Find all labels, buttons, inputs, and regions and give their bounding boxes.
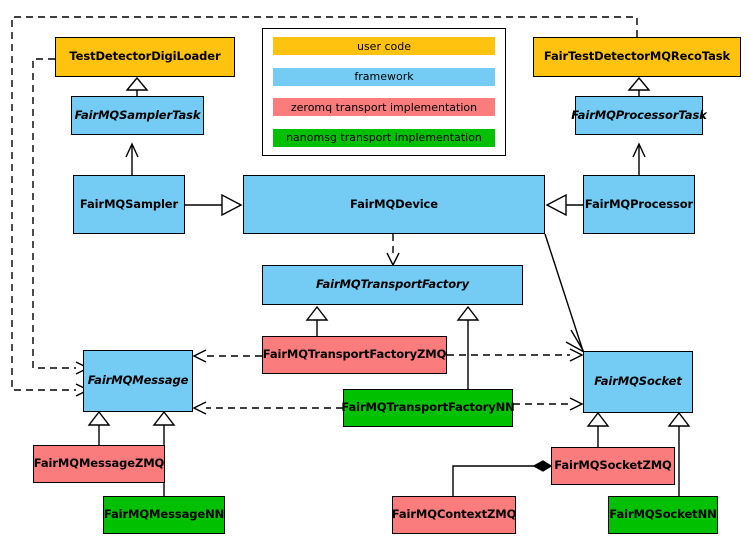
node-fairmqtransportfactorynn[interactable]: FairMQTransportFactoryNN [341,389,515,427]
edge-samplertask-digiloader [125,76,149,96]
edge-processortask-recotask [627,76,651,96]
edge-processor-device [545,193,583,217]
edge-device-socket [544,233,586,354]
legend-item-framework: framework [273,67,495,86]
node-fairmqcontextzmq[interactable]: FairMQContextZMQ [392,496,516,534]
node-fairmqsocket[interactable]: FairMQSocket [583,351,693,413]
node-fairmqprocessor[interactable]: FairMQProcessor [583,175,695,234]
edge-sampler-samplertask [125,142,139,175]
legend-label-zeromq: zeromq transport implementation [290,100,478,114]
arrowhead-tfzmq-socket [569,348,584,362]
arrowhead-tfzmq-message [192,349,207,363]
legend-label-nanomsg: nanomsg transport implementation [286,131,482,145]
node-fairtestdetectormqrecotask[interactable]: FairTestDetectorMQRecoTask [533,37,741,77]
node-fairmqsocketzmq[interactable]: FairMQSocketZMQ [551,447,675,485]
node-fairmqmessagezmq[interactable]: FairMQMessageZMQ [33,445,165,483]
edge-socketnn-socket [667,411,691,496]
node-fairmqdevice[interactable]: FairMQDevice [243,175,545,234]
legend-label-framework: framework [354,70,414,84]
legend-item-user-code: user code [273,37,495,55]
node-fairmqsampler[interactable]: FairMQSampler [73,175,185,234]
edge-processor-processortask [632,142,646,175]
node-fairmqtransportfactoryzmq[interactable]: FairMQTransportFactoryZMQ [262,336,447,374]
node-fairmqmessage[interactable]: FairMQMessage [83,350,193,412]
node-fairmqsocketnn[interactable]: FairMQSocketNN [608,496,718,534]
node-fairmqsamplertask[interactable]: FairMQSamplerTask [71,96,204,135]
legend: user code framework zeromq transport imp… [262,28,506,156]
legend-item-zeromq: zeromq transport implementation [273,98,495,117]
arrowhead-device-transportfactory [386,252,400,267]
edge-recotask-message [11,16,638,391]
edge-tfnn-tf [456,305,480,389]
edge-contextzmq-socketzmq [452,460,553,496]
edge-sampler-device [185,193,243,217]
edge-digiloader-message [32,58,76,369]
node-fairmqprocessortask[interactable]: FairMQProcessorTask [571,96,707,135]
edge-tfzmq-tf [305,305,329,336]
arrowhead-tfnn-socket [569,397,584,411]
node-fairmqtransportfactory[interactable]: FairMQTransportFactory [262,265,523,305]
node-testdetectordigiloader[interactable]: TestDetectorDigiLoader [55,37,235,77]
edge-socketzmq-socket [586,411,610,447]
legend-item-nanomsg: nanomsg transport implementation [273,128,495,147]
legend-label-user-code: user code [356,39,412,53]
node-fairmqmessagenn[interactable]: FairMQMessageNN [103,496,225,534]
edge-messagezmq-message [87,410,111,445]
arrowhead-tfnn-message [192,401,207,415]
